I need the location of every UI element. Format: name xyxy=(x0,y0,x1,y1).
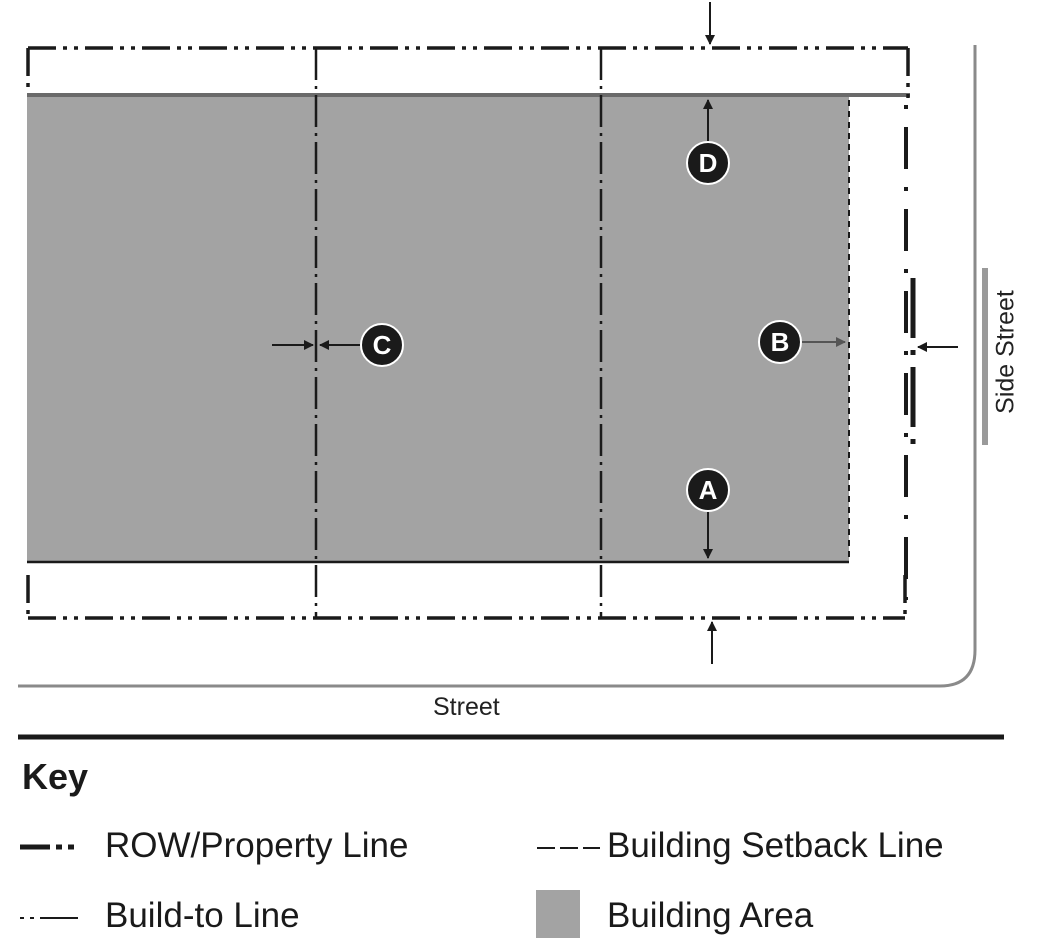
dimension-arrows xyxy=(272,2,958,664)
street-curb-line xyxy=(18,45,977,688)
marker-d: D xyxy=(686,141,730,185)
marker-c-letter: C xyxy=(373,330,392,360)
key-label-row: ROW/Property Line xyxy=(105,826,409,865)
key-label-area: Building Area xyxy=(607,896,814,935)
marker-a-letter: A xyxy=(699,475,718,505)
marker-b-letter: B xyxy=(771,327,790,357)
marker-b: B xyxy=(758,320,802,364)
key-label-buildto: Build-to Line xyxy=(105,896,300,935)
lot-lines xyxy=(314,48,603,618)
build-to-line xyxy=(904,105,916,600)
key-title: Key xyxy=(22,756,89,797)
side-street-label: Side Street xyxy=(991,290,1020,414)
key-label-setback: Building Setback Line xyxy=(607,826,944,865)
street-label: Street xyxy=(433,693,500,721)
marker-d-letter: D xyxy=(699,148,718,178)
marker-a: A xyxy=(686,468,730,512)
row-property-line xyxy=(26,46,910,620)
marker-c: C xyxy=(360,323,404,367)
key-swatch-building-area xyxy=(536,890,580,938)
